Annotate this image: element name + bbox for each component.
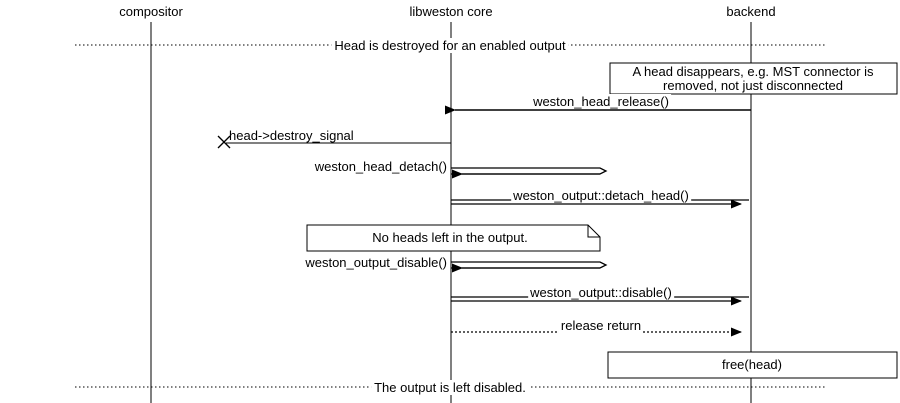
- message-label-weston-output-detach-head: weston_output::detach_head(): [511, 188, 691, 203]
- message-weston-head-detach-selfcall: [451, 167, 608, 179]
- note-head-disappears-line1: A head disappears, e.g. MST connector is: [632, 64, 874, 79]
- participant-label-libweston-core: libweston core: [409, 4, 493, 19]
- message-label-release-return: release return: [558, 318, 644, 333]
- message-head-destroy-signal-line: [217, 135, 451, 149]
- message-label-weston-head-release: weston_head_release(): [531, 94, 671, 109]
- message-label-weston-output-disable: weston_output_disable(): [303, 255, 449, 270]
- message-label-weston-output-disable-impl: weston_output::disable(): [528, 285, 674, 300]
- participant-label-compositor: compositor: [119, 4, 183, 19]
- note-no-heads-left-shape: [306, 224, 601, 252]
- note-no-heads-left-text: No heads left in the output.: [372, 230, 528, 245]
- separator-label-bottom: The output is left disabled.: [371, 380, 529, 395]
- box-free-head-shape: [607, 351, 898, 379]
- message-label-head-destroy-signal: head->destroy_signal: [229, 128, 354, 143]
- separator-label-top: Head is destroyed for an enabled output: [331, 38, 569, 53]
- message-weston-output-disable-selfcall: [451, 261, 608, 273]
- message-label-weston-head-detach: weston_head_detach(): [312, 159, 449, 174]
- note-head-disappears-line2: removed, not just disconnected: [663, 78, 843, 93]
- note-head-disappears-shape: [609, 62, 898, 95]
- participant-label-backend: backend: [726, 4, 776, 19]
- box-free-head-label: free(head): [722, 357, 782, 372]
